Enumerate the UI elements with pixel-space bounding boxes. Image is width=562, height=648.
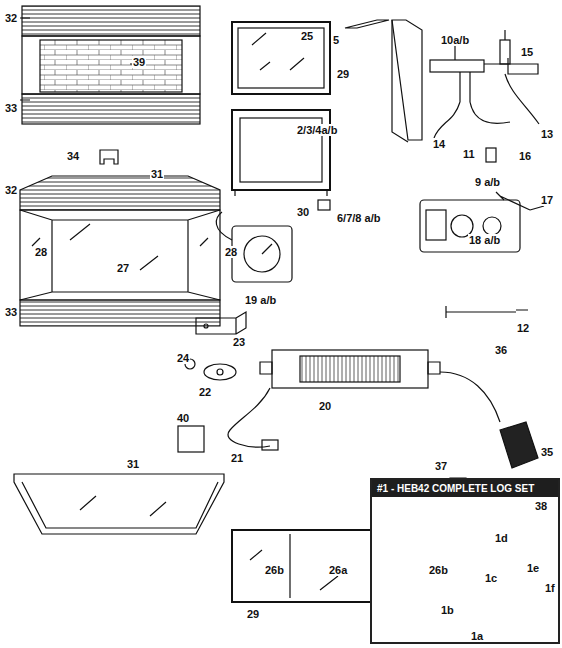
callout-number: 1d <box>494 532 509 544</box>
callout-number: 33 <box>4 102 18 114</box>
callout-number: 12 <box>516 322 530 334</box>
callout-number: 35 <box>540 446 554 458</box>
callout-number: 22 <box>198 386 212 398</box>
callout-number: 36 <box>494 344 508 356</box>
callout-number: 26b <box>428 564 449 576</box>
callout-number: 21 <box>230 452 244 464</box>
callout-number: 1b <box>440 604 455 616</box>
callout-number: 32 <box>4 12 18 24</box>
callout-number: 1e <box>526 562 540 574</box>
panel-heading: #1 - HEB42 COMPLETE LOG SET <box>372 480 558 497</box>
callout-number: 16 <box>518 150 532 162</box>
callout-number: 10a/b <box>440 34 470 46</box>
callout-number: 1a <box>470 630 484 642</box>
callout-number: 13 <box>540 128 554 140</box>
callout-number: 31 <box>150 168 164 180</box>
callout-number: 9 a/b <box>474 176 501 188</box>
callout-number: 29 <box>246 608 260 620</box>
callout-number: 2/3/4a/b <box>296 124 338 136</box>
callout-number: 37 <box>434 460 448 472</box>
callout-number: 32 <box>4 184 18 196</box>
callout-number: 30 <box>296 206 310 218</box>
callout-number: 27 <box>116 262 130 274</box>
callout-number: 29 <box>336 68 350 80</box>
callout-number: 20 <box>318 400 332 412</box>
callout-number: 26a <box>328 564 348 576</box>
callout-number: 1c <box>484 572 498 584</box>
callout-number: 24 <box>176 352 190 364</box>
callout-number: 23 <box>232 336 246 348</box>
callout-number: 33 <box>4 306 18 318</box>
callout-number: 6/7/8 a/b <box>336 212 381 224</box>
callout-number: 19 a/b <box>244 294 277 306</box>
callout-number: 26b <box>264 564 285 576</box>
callout-number: 38 <box>534 500 548 512</box>
callout-number: 14 <box>432 138 446 150</box>
callout-number: 5 <box>332 34 340 46</box>
log-set-panel: #1 - HEB42 COMPLETE LOG SET <box>370 478 560 644</box>
callout-number: 28 <box>224 246 238 258</box>
callout-number: 18 a/b <box>468 234 501 246</box>
callout-number: 17 <box>540 194 554 206</box>
callout-number: 25 <box>300 30 314 42</box>
callout-number: 34 <box>66 150 80 162</box>
callout-number: 39 <box>132 56 146 68</box>
callout-number: 40 <box>176 412 190 424</box>
callout-number: 28 <box>34 246 48 258</box>
callout-number: 15 <box>520 46 534 58</box>
callout-number: 31 <box>126 458 140 470</box>
callout-number: 11 <box>462 148 476 160</box>
callout-number: 1f <box>544 582 556 594</box>
